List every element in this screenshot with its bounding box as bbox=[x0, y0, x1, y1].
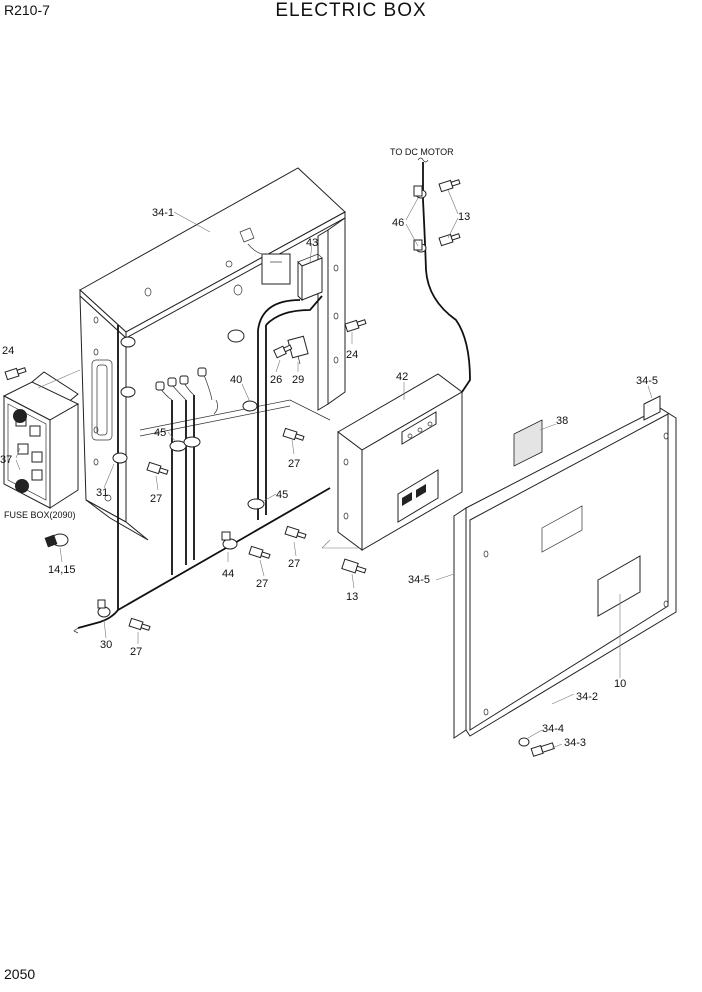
cover-assembly bbox=[453, 395, 677, 757]
callout-42: 42 bbox=[396, 371, 408, 383]
callout-14-15: 14,15 bbox=[48, 564, 76, 576]
relay-43 bbox=[239, 227, 323, 302]
wire-harness bbox=[73, 162, 471, 634]
callout-24-left: 24 bbox=[2, 345, 14, 357]
callout-37: 37 bbox=[0, 454, 12, 466]
callout-34-1: 34-1 bbox=[152, 207, 174, 219]
callout-13-lower: 13 bbox=[346, 591, 358, 603]
callouts: TO DC MOTOR 34-1 43 46 13 24 24 40 26 29… bbox=[0, 147, 658, 749]
callout-10: 10 bbox=[614, 678, 626, 690]
callout-27-a: 27 bbox=[288, 458, 300, 470]
callout-27-e: 27 bbox=[130, 646, 142, 658]
leader-lines bbox=[15, 189, 653, 749]
page-number: 2050 bbox=[4, 966, 36, 982]
bolts bbox=[4, 179, 461, 631]
callout-34-2: 34-2 bbox=[576, 691, 598, 703]
callout-38: 38 bbox=[556, 415, 568, 427]
callout-29: 29 bbox=[292, 374, 304, 386]
main-bracket bbox=[79, 167, 346, 541]
page-title: ELECTRIC BOX bbox=[275, 0, 427, 21]
callout-24-right: 24 bbox=[346, 349, 358, 361]
callout-43: 43 bbox=[306, 237, 318, 249]
callout-34-3: 34-3 bbox=[564, 737, 586, 749]
fuse-box bbox=[2, 369, 81, 548]
terminal-lugs bbox=[155, 367, 207, 391]
callout-34-5-lower: 34-5 bbox=[408, 574, 430, 586]
callout-44: 44 bbox=[222, 568, 234, 580]
component-29 bbox=[287, 335, 309, 365]
callout-45-upper: 45 bbox=[154, 427, 166, 439]
callout-13-upper: 13 bbox=[458, 211, 470, 223]
model-code: R210-7 bbox=[4, 2, 50, 18]
callout-40: 40 bbox=[230, 374, 242, 386]
callout-34-4: 34-4 bbox=[542, 723, 564, 735]
callout-34-5-upper: 34-5 bbox=[636, 375, 658, 387]
callout-30: 30 bbox=[100, 639, 112, 651]
callout-26: 26 bbox=[270, 374, 282, 386]
callout-31: 31 bbox=[96, 487, 108, 499]
callout-27-b: 27 bbox=[150, 493, 162, 505]
callout-27-d: 27 bbox=[256, 578, 268, 590]
clamp-set bbox=[97, 185, 427, 618]
label-to-dc-motor: TO DC MOTOR bbox=[390, 147, 454, 157]
ecu-42 bbox=[337, 373, 463, 551]
callout-45-lower: 45 bbox=[276, 489, 288, 501]
callout-27-c: 27 bbox=[288, 558, 300, 570]
label-fuse-box: FUSE BOX(2090) bbox=[4, 510, 76, 520]
callout-46: 46 bbox=[392, 217, 404, 229]
